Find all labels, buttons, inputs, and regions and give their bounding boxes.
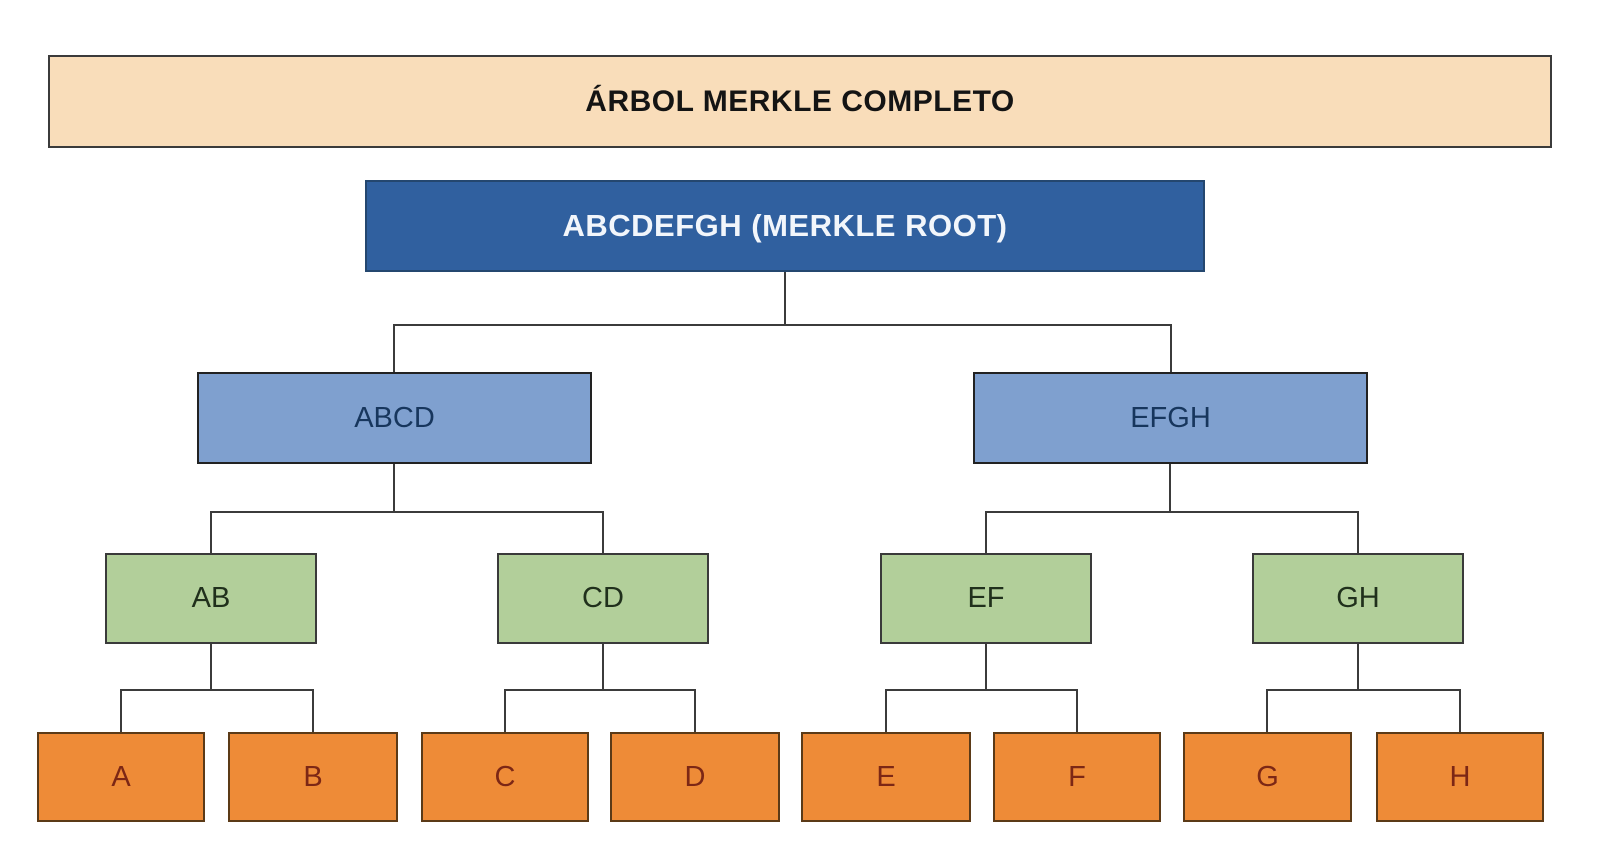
node-leaf-g: G: [1183, 732, 1352, 822]
node-abcd: ABCD: [197, 372, 592, 464]
node-ab: AB: [105, 553, 317, 644]
node-leaf-f: F: [993, 732, 1161, 822]
connector-efgh-to-pairs: [985, 464, 1359, 553]
node-leaf-e: E: [801, 732, 971, 822]
node-merkle-root: ABCDEFGH (MERKLE ROOT): [365, 180, 1205, 272]
connector-gh-to-leaves: [1266, 644, 1461, 732]
node-leaf-c: C: [421, 732, 589, 822]
connector-root-to-level2: [393, 272, 1172, 372]
connector-ab-to-leaves: [120, 644, 314, 732]
node-gh: GH: [1252, 553, 1464, 644]
node-efgh: EFGH: [973, 372, 1368, 464]
node-cd: CD: [497, 553, 709, 644]
node-leaf-h: H: [1376, 732, 1544, 822]
connector-abcd-to-pairs: [210, 464, 604, 553]
node-leaf-d: D: [610, 732, 780, 822]
diagram-title: ÁRBOL MERKLE COMPLETO: [48, 55, 1552, 148]
connector-cd-to-leaves: [504, 644, 696, 732]
node-leaf-b: B: [228, 732, 398, 822]
connector-ef-to-leaves: [885, 644, 1078, 732]
node-leaf-a: A: [37, 732, 205, 822]
node-ef: EF: [880, 553, 1092, 644]
